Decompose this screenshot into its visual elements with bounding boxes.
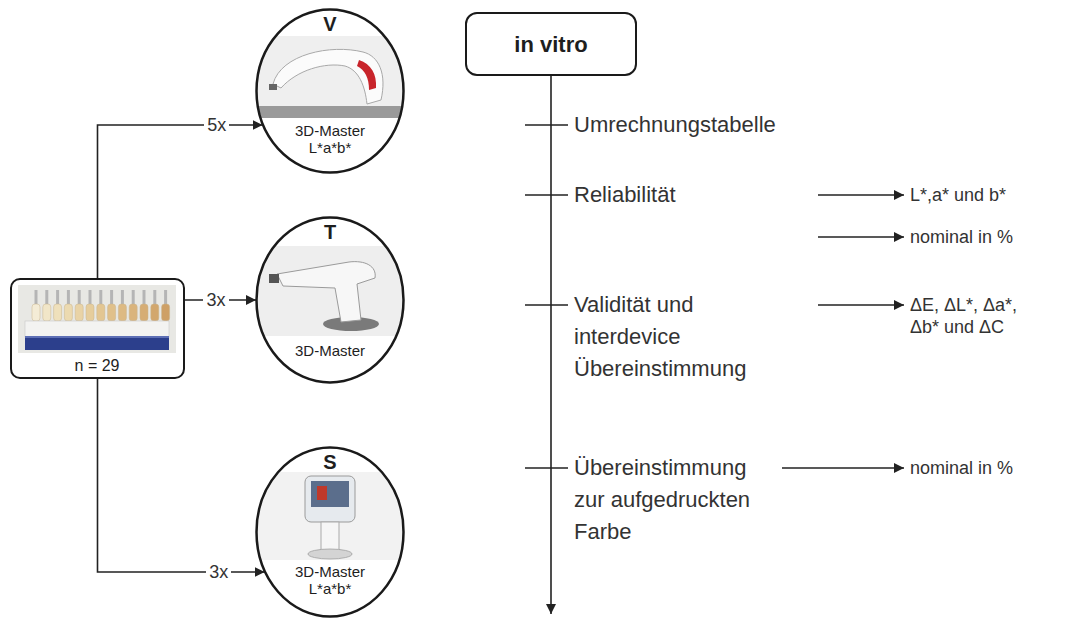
- repeat-count: 3x: [203, 289, 228, 311]
- tab-handle: [121, 290, 124, 306]
- tab-handle: [78, 290, 81, 306]
- device-circle: V 3D-Master L*a*b*: [255, 8, 405, 174]
- shade-tab: [118, 304, 126, 321]
- tab-handle: [89, 290, 92, 306]
- tab-handle: [35, 290, 38, 306]
- illustration: [18, 285, 176, 353]
- setting-box: in vitro: [465, 12, 637, 76]
- photo-ground: [18, 285, 176, 353]
- screen-detail: [317, 486, 327, 500]
- circle-border: [257, 10, 404, 173]
- tab-handle: [153, 290, 156, 306]
- spectrophotometer: [273, 49, 383, 104]
- result-arrow: [818, 194, 904, 195]
- shade-tab: [32, 304, 40, 321]
- shade-tab: [86, 304, 94, 321]
- photo-shelf: [255, 106, 405, 118]
- timeline-tick: [525, 467, 568, 468]
- device-letter: V: [300, 13, 360, 36]
- guide-holder: [25, 321, 169, 337]
- device-tip: [269, 84, 277, 90]
- tab-handle: [45, 290, 48, 306]
- tab-handle: [132, 290, 135, 306]
- result-label: nominal in %: [910, 457, 1013, 479]
- shade-tab: [54, 304, 62, 321]
- shade-tab: [108, 304, 116, 321]
- connector-arrow: [98, 379, 265, 572]
- timeline-tick: [525, 124, 568, 125]
- illustration: [255, 36, 405, 118]
- step-label: Umrechnungstabelle: [574, 109, 776, 141]
- step-label: Reliabilität: [574, 179, 676, 211]
- tab-handle: [67, 290, 70, 306]
- device-circle: S 3D-Master L*a*b*: [255, 446, 405, 618]
- result-arrow: [818, 236, 904, 237]
- device-output: 3D-Master L*a*b*: [285, 563, 375, 597]
- sample-box: n = 29: [10, 278, 185, 379]
- tab-handle: [56, 290, 59, 306]
- photo-ground: [255, 246, 405, 336]
- tab-handle: [164, 290, 167, 306]
- device-output: 3D-Master L*a*b*: [285, 122, 375, 156]
- tab-handle: [110, 290, 113, 306]
- device-output: 3D-Master: [285, 342, 375, 359]
- shade-tab: [162, 304, 170, 321]
- result-arrow: [782, 467, 904, 468]
- photo-ground: [255, 472, 405, 560]
- guide-base-light: [25, 336, 169, 338]
- tab-handle: [143, 290, 146, 306]
- step-label: Übereinstimmung zur aufgedruckten Farbe: [574, 452, 774, 548]
- device-housing: [305, 476, 355, 522]
- shade-tab: [64, 304, 72, 321]
- shade-tab: [75, 304, 83, 321]
- device-letter: T: [300, 221, 360, 244]
- illustration: [255, 246, 405, 336]
- connector-arrow: [98, 125, 263, 278]
- repeat-count: 3x: [206, 561, 231, 583]
- timeline-tick: [525, 304, 568, 305]
- device-screen: [311, 481, 349, 507]
- tab-handle: [99, 290, 102, 306]
- shade-tab: [43, 304, 51, 321]
- setting-title: in vitro: [467, 32, 635, 57]
- photo-ground: [255, 36, 405, 118]
- shade-tab: [129, 304, 137, 321]
- device-letter: S: [300, 451, 360, 474]
- circle-border: [257, 218, 404, 383]
- timeline-axis: [550, 76, 552, 614]
- circle-border: [257, 448, 404, 617]
- intraoral-scanner: [277, 262, 375, 322]
- illustration: [255, 472, 405, 560]
- scanner-tip: [269, 274, 279, 283]
- shade-tab: [97, 304, 105, 321]
- result-arrow: [818, 304, 904, 305]
- device-circle: T 3D-Master: [255, 216, 405, 384]
- shade-tab: [151, 304, 159, 321]
- result-label: L*,a* und b*: [910, 184, 1006, 206]
- repeat-count: 5x: [204, 114, 229, 136]
- sample-count: n = 29: [17, 357, 177, 375]
- device-accent: [357, 60, 376, 90]
- result-label: nominal in %: [910, 226, 1013, 248]
- guide-base: [25, 336, 169, 350]
- stand-base: [308, 549, 352, 559]
- shade-tab: [140, 304, 148, 321]
- result-label: ΔE, ΔL*, Δa*, Δb* und ΔC: [910, 294, 1040, 338]
- step-label: Validität und interdevice Übereinstimmun…: [574, 289, 774, 385]
- timeline-tick: [525, 194, 568, 195]
